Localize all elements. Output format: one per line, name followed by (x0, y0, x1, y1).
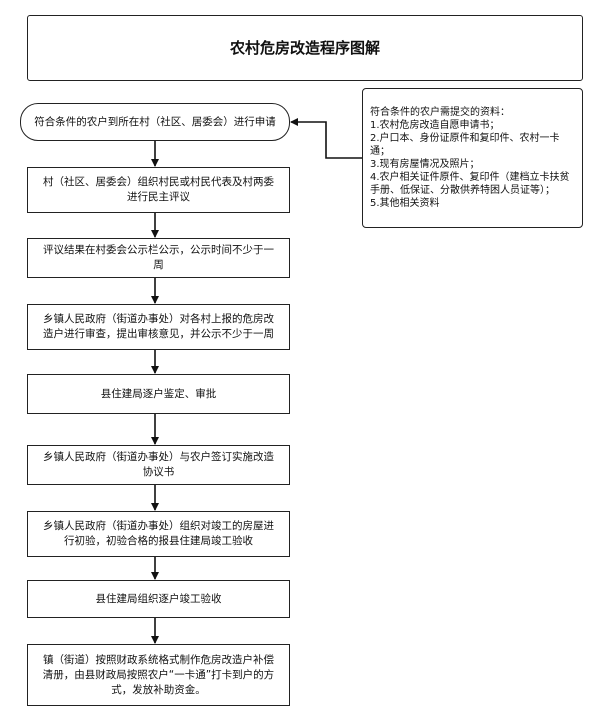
step-5-text: 县住建局逐户鉴定、审批 (100, 387, 217, 400)
step-9-text: 镇（街道）按照财政系统格式制作危房改造户补偿清册，由县财政局按照农户“一卡通”打… (42, 653, 275, 696)
step-1-text: 符合条件的农户到所在村（社区、居委会）进行申请 (34, 115, 276, 128)
step-7-initial-inspection: 乡镇人民政府（街道办事处）组织对竣工的房屋进行初验，初验合格的报县住建局竣工验收 (27, 511, 290, 557)
step-5-county-approval: 县住建局逐户鉴定、审批 (27, 374, 290, 414)
required-materials-box: 符合条件的农户需提交的资料： 1.农村危房改造自愿申请书； 2.户口本、身份证原… (362, 88, 583, 228)
materials-item-2: 2.户口本、身份证原件和复印件、农村一卡通； (370, 133, 560, 157)
step-4-township-review: 乡镇人民政府（街道办事处）对各村上报的危房改造户进行审查，提出审核意见，并公示不… (27, 304, 290, 350)
arrow-materials-to-apply (290, 118, 362, 159)
step-2-democratic-review: 村（社区、居委会）组织村民或村民代表及村两委进行民主评议 (27, 167, 290, 213)
step-6-text: 乡镇人民政府（街道办事处）与农户签订实施改造协议书 (43, 451, 274, 478)
chart-title: 农村危房改造程序图解 (27, 15, 583, 81)
step-3-publicity: 评议结果在村委会公示栏公示，公示时间不少于一周 (27, 238, 290, 278)
step-3-text: 评议结果在村委会公示栏公示，公示时间不少于一周 (43, 244, 274, 271)
materials-item-5: 5.其他相关资料 (370, 198, 440, 209)
step-2-text: 村（社区、居委会）组织村民或村民代表及村两委进行民主评议 (43, 176, 274, 203)
step-7-text: 乡镇人民政府（街道办事处）组织对竣工的房屋进行初验，初验合格的报县住建局竣工验收 (43, 520, 274, 547)
step-6-sign-agreement: 乡镇人民政府（街道办事处）与农户签订实施改造协议书 (27, 445, 290, 485)
materials-heading: 符合条件的农户需提交的资料： (370, 107, 510, 118)
materials-item-1: 1.农村危房改造自愿申请书； (370, 120, 500, 131)
step-4-text: 乡镇人民政府（街道办事处）对各村上报的危房改造户进行审查，提出审核意见，并公示不… (43, 313, 274, 340)
materials-item-4: 4.农户相关证件原件、复印件（建档立卡扶贫手册、低保证、分散供养特困人员证等）； (370, 172, 570, 196)
chart-title-text: 农村危房改造程序图解 (229, 38, 380, 57)
step-8-final-acceptance: 县住建局组织逐户竣工验收 (27, 580, 290, 618)
step-8-text: 县住建局组织逐户竣工验收 (95, 592, 222, 605)
step-9-subsidy-payment: 镇（街道）按照财政系统格式制作危房改造户补偿清册，由县财政局按照农户“一卡通”打… (27, 644, 290, 706)
materials-item-3: 3.现有房屋情况及照片； (370, 159, 480, 170)
step-1-apply: 符合条件的农户到所在村（社区、居委会）进行申请 (20, 103, 290, 141)
